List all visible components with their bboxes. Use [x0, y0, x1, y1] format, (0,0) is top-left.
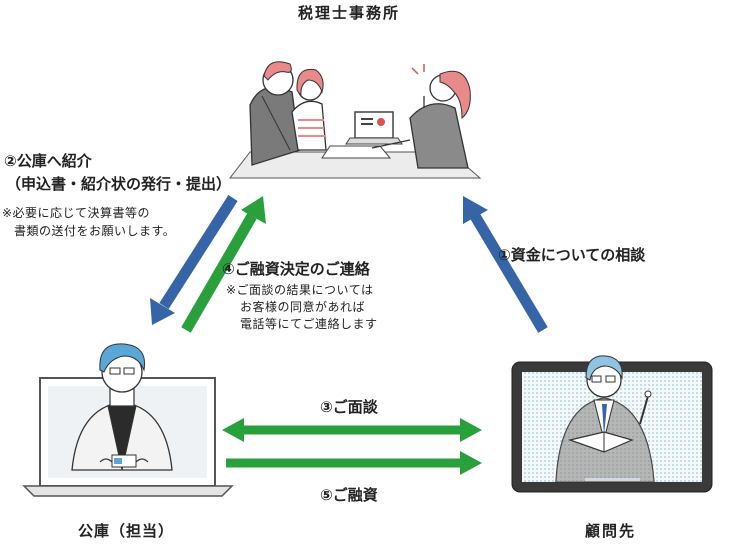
step3-title: ③ご面談	[320, 398, 378, 416]
client-woman-figure	[371, 64, 471, 169]
step2-title: ②公庫へ紹介	[4, 152, 92, 170]
arrow-consultation	[463, 196, 548, 333]
client-title: 顧問先	[585, 522, 637, 540]
arrow-loan-decision	[181, 196, 266, 333]
bank-title: 公庫（担当）	[78, 522, 175, 540]
step4-note-line1: ※ご面談の結果については	[226, 283, 374, 297]
step4-note-line3: 電話等にてご連絡します	[240, 317, 378, 331]
step4-note-line2: お客様の同意があれば	[240, 300, 366, 314]
arrow-introduce-to-bank	[150, 195, 238, 325]
client-tablet-illustration	[511, 355, 713, 493]
step4-title: ④ご融資決定のご連絡	[222, 260, 370, 278]
arrow-loan-disbursement	[226, 451, 482, 475]
bank-staff-illustration	[22, 343, 234, 497]
accountant-woman-figure	[291, 68, 327, 151]
step2-subtitle: （申込書・紹介状の発行・提出）	[6, 175, 232, 193]
step2-note-line1: ※必要に応じて決算書等の	[2, 206, 151, 220]
arrow-interview	[222, 418, 482, 442]
accountant-man-figure	[249, 61, 301, 166]
office-title: 税理士事務所	[298, 4, 401, 22]
step2-note-line2: 書類の送付をお願いします。	[14, 224, 176, 238]
step5-title: ⑤ご融資	[320, 486, 378, 504]
office-meeting-illustration	[228, 61, 482, 179]
step1-title: ①資金についての相談	[498, 246, 646, 264]
